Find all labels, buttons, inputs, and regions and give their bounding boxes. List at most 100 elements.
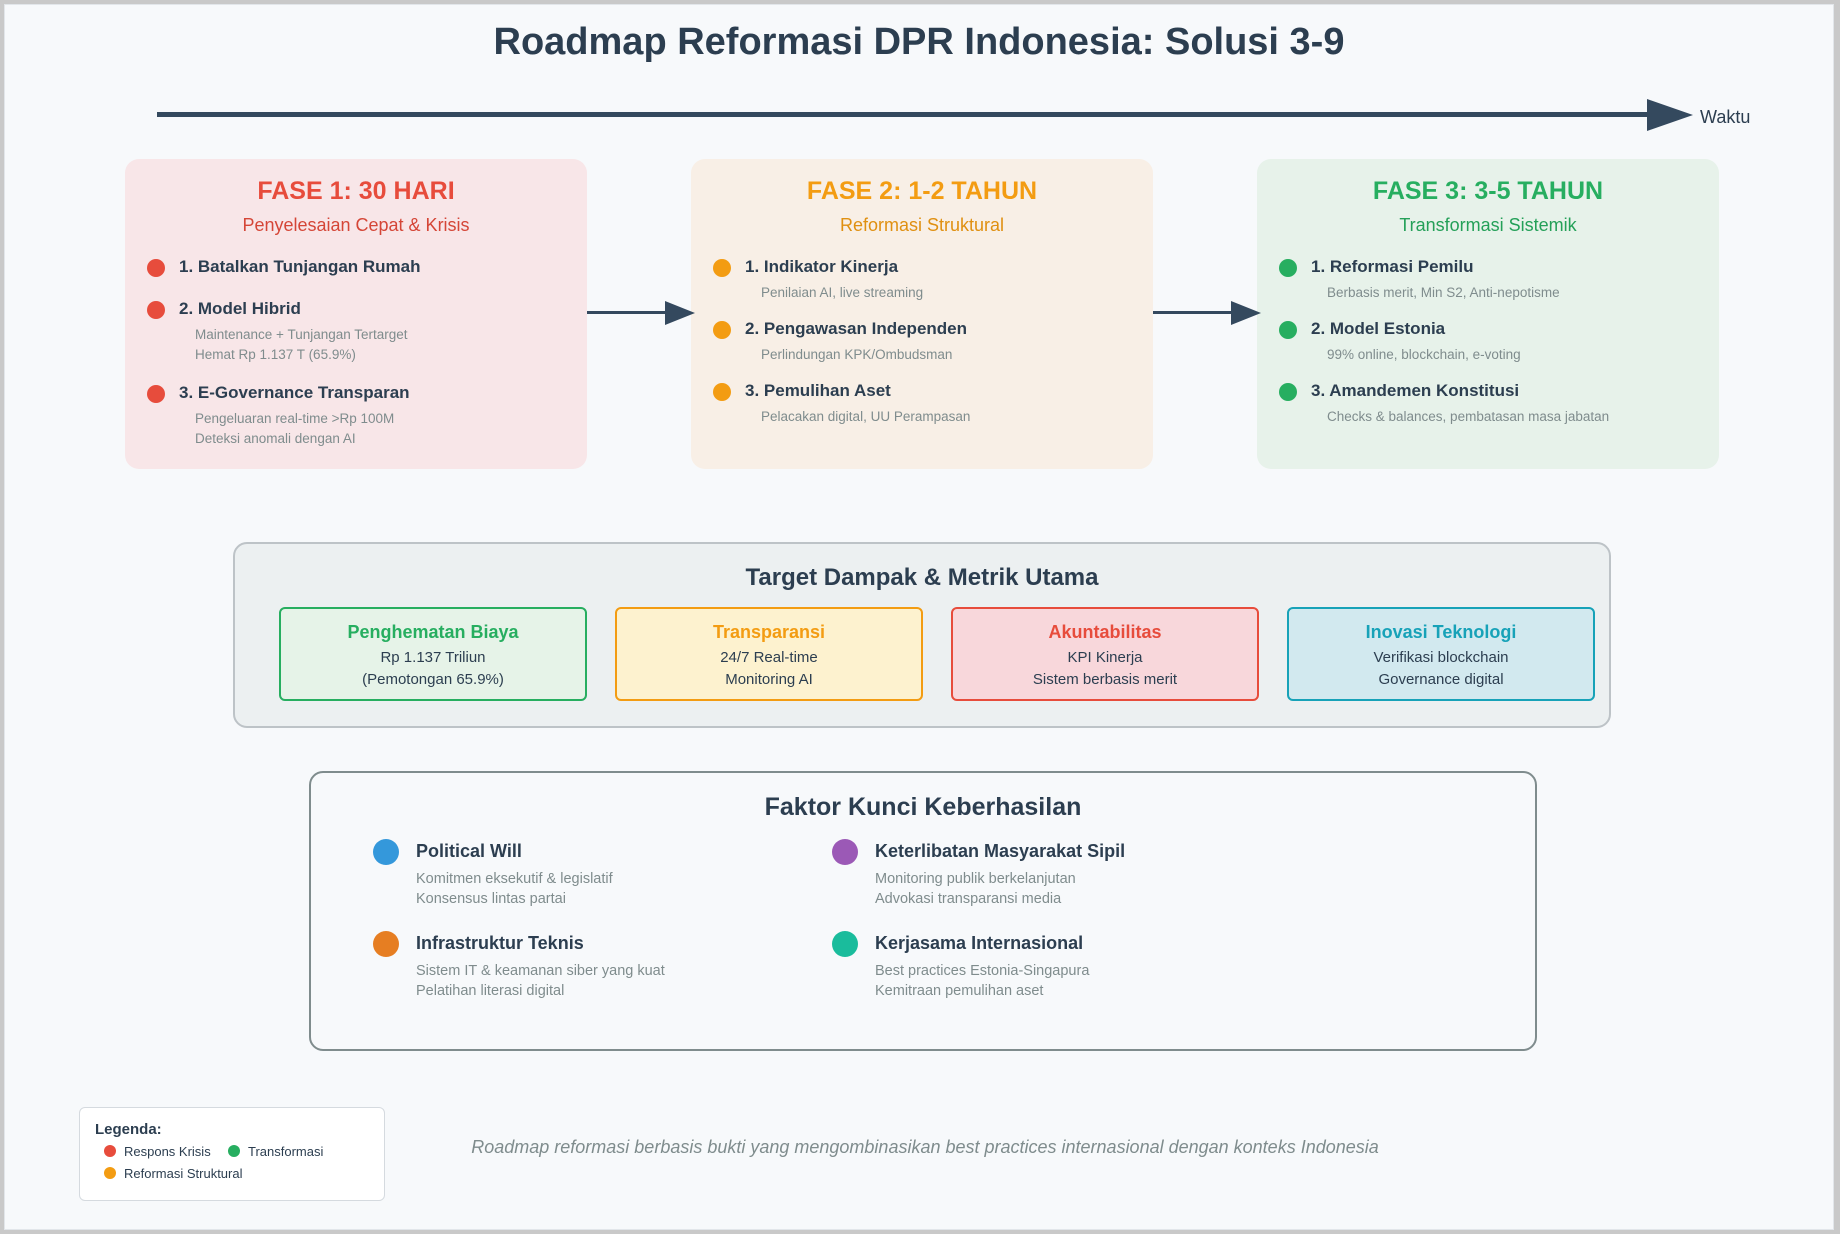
diagram-canvas: Roadmap Reformasi DPR Indonesia: Solusi … xyxy=(4,4,1834,1230)
step-description-line: Deteksi anomali dengan AI xyxy=(195,431,356,446)
step-description-line: Perlindungan KPK/Ombudsman xyxy=(761,347,953,362)
step-description: 99% online, blockchain, e-voting xyxy=(1327,345,1521,365)
factor-description-line: Konsensus lintas partai xyxy=(416,891,566,907)
phase-title: FASE 3: 3-5 TAHUN xyxy=(1372,177,1604,205)
phase-title: FASE 2: 1-2 TAHUN xyxy=(806,177,1038,205)
factor-bullet-icon xyxy=(832,931,858,957)
timeline-arrowhead xyxy=(1647,99,1693,131)
metric-value: Rp 1.137 Triliun xyxy=(380,649,486,666)
factor-bullet-icon xyxy=(373,839,399,865)
step-title: 2. Model Hibrid xyxy=(179,299,301,318)
step-bullet-icon xyxy=(1279,259,1297,277)
factor-description-line: Kemitraan pemulihan aset xyxy=(875,983,1044,999)
factor-bullet-icon xyxy=(373,931,399,957)
factor-description-line: Monitoring publik berkelanjutan xyxy=(875,871,1076,887)
legend-swatch-icon xyxy=(228,1145,240,1157)
factor-bullet-icon xyxy=(832,839,858,865)
phase-arrowhead-2 xyxy=(1231,301,1261,325)
step-title: 2. Pengawasan Independen xyxy=(745,319,968,338)
step-bullet-icon xyxy=(1279,383,1297,401)
step-title: 2. Model Estonia xyxy=(1311,319,1446,338)
factor-description-line: Advokasi transparansi media xyxy=(875,891,1062,907)
footer-note: Roadmap reformasi berbasis bukti yang me… xyxy=(471,1137,1379,1157)
step-description-line: Checks & balances, pembatasan masa jabat… xyxy=(1327,409,1610,424)
step-title: 3. E-Governance Transparan xyxy=(179,383,410,402)
step-bullet-icon xyxy=(713,259,731,277)
metric-detail: Monitoring AI xyxy=(725,671,813,688)
phase-subtitle: Transformasi Sistemik xyxy=(1399,215,1577,235)
metric-title: Akuntabilitas xyxy=(1048,622,1162,642)
step-title: 1. Indikator Kinerja xyxy=(745,257,899,276)
step-bullet-icon xyxy=(147,385,165,403)
step-bullet-icon xyxy=(147,301,165,319)
step-title: 1. Reformasi Pemilu xyxy=(1311,257,1474,276)
legend-title: Legenda: xyxy=(95,1121,162,1138)
factor-description-line: Komitmen eksekutif & legislatif xyxy=(416,871,613,887)
step-title: 1. Batalkan Tunjangan Rumah xyxy=(179,257,421,276)
legend-swatch-icon xyxy=(104,1167,116,1179)
step-description-line: Maintenance + Tunjangan Tertarget xyxy=(195,327,408,342)
phase-arrow-line-2 xyxy=(1153,311,1233,314)
step-description-line: Penilaian AI, live streaming xyxy=(761,285,924,300)
factor-title: Keterlibatan Masyarakat Sipil xyxy=(875,841,1126,861)
step-description-line: Hemat Rp 1.137 T (65.9%) xyxy=(195,347,356,362)
factor-description-line: Best practices Estonia-Singapura xyxy=(875,963,1090,979)
metrics-title: Target Dampak & Metrik Utama xyxy=(745,564,1099,591)
legend-label: Reformasi Struktural xyxy=(124,1166,243,1181)
phase-card-3: FASE 3: 3-5 TAHUN Transformasi Sistemik 1.… xyxy=(1257,159,1719,469)
factor-title: Political Will xyxy=(416,841,522,861)
metric-value: KPI Kinerja xyxy=(1067,649,1143,666)
step-description-line: Pelacakan digital, UU Perampasan xyxy=(761,409,971,424)
factor-description-line: Pelatihan literasi digital xyxy=(416,983,565,999)
step-description-line: 99% online, blockchain, e-voting xyxy=(1327,347,1521,362)
phase-subtitle: Penyelesaian Cepat & Krisis xyxy=(242,215,470,235)
metric-value: Verifikasi blockchain xyxy=(1373,649,1509,666)
factors-title: Faktor Kunci Keberhasilan xyxy=(764,793,1082,821)
metric-value: 24/7 Real-time xyxy=(720,649,818,666)
step-bullet-icon xyxy=(1279,321,1297,339)
legend-swatch-icon xyxy=(104,1145,116,1157)
step-description: Perlindungan KPK/Ombudsman xyxy=(761,345,952,365)
phase-subtitle: Reformasi Struktural xyxy=(839,215,1005,235)
phase-arrowhead-1 xyxy=(665,301,695,325)
timeline-line xyxy=(157,112,1657,117)
success-factors-panel: Faktor Kunci Keberhasilan Political Will… xyxy=(309,771,1537,1051)
metric-title: Inovasi Teknologi xyxy=(1365,622,1517,642)
metric-detail: Sistem berbasis merit xyxy=(1032,671,1178,688)
step-description: Pelacakan digital, UU Perampasan xyxy=(761,407,970,427)
legend-label: Transformasi xyxy=(248,1144,324,1159)
metric-title: Transparansi xyxy=(712,622,826,642)
step-bullet-icon xyxy=(147,259,165,277)
step-description: Checks & balances, pembatasan masa jabat… xyxy=(1327,407,1609,427)
phase-card-2: FASE 2: 1-2 TAHUN Reformasi Struktural 1. … xyxy=(691,159,1153,469)
step-bullet-icon xyxy=(713,321,731,339)
step-description-line: Berbasis merit, Min S2, Anti-nepotisme xyxy=(1327,285,1560,300)
factor-title: Infrastruktur Teknis xyxy=(416,933,584,953)
timeline-label: Waktu xyxy=(1700,107,1751,127)
phase-arrow-line-1 xyxy=(587,311,667,314)
step-title: 3. Pemulihan Aset xyxy=(745,381,891,400)
page-title: Roadmap Reformasi DPR Indonesia: Solusi … xyxy=(493,21,1345,63)
step-bullet-icon xyxy=(713,383,731,401)
legend-label: Respons Krisis xyxy=(124,1144,211,1159)
step-description: Pengeluaran real-time >Rp 100M Deteksi an… xyxy=(195,409,394,449)
metric-detail: Governance digital xyxy=(1378,671,1504,688)
factor-title: Kerjasama Internasional xyxy=(875,933,1084,953)
step-description-line: Pengeluaran real-time >Rp 100M xyxy=(195,411,395,426)
step-title: 3. Amandemen Konstitusi xyxy=(1311,381,1520,400)
metric-title: Penghematan Biaya xyxy=(347,622,519,642)
